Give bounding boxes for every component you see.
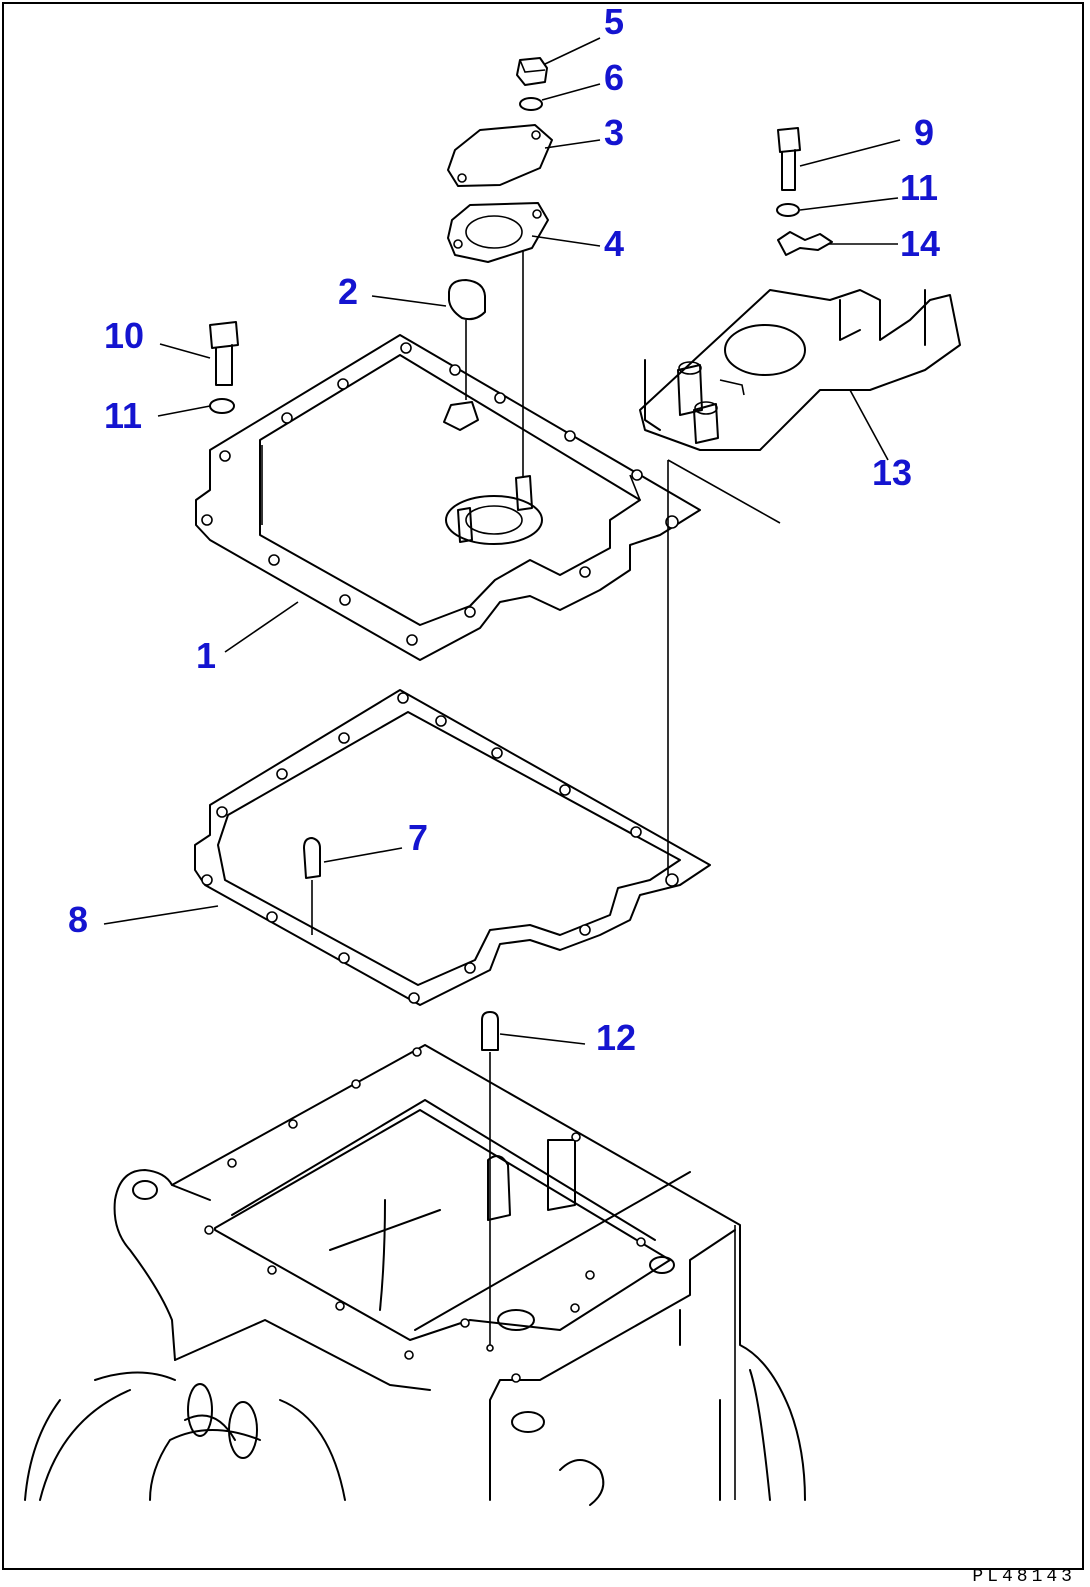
callout-5: 5 bbox=[604, 1, 625, 42]
gasket-part-4 bbox=[447, 202, 549, 263]
gasket-part-8 bbox=[194, 689, 711, 1006]
washer-part-11-lower bbox=[209, 398, 235, 414]
transmission-housing bbox=[24, 1044, 806, 1506]
callout-1: 1 bbox=[196, 635, 217, 676]
washer-part-6 bbox=[519, 97, 543, 111]
leader-lines bbox=[103, 37, 901, 1045]
callout-7: 7 bbox=[408, 817, 429, 858]
bolt-part-10 bbox=[209, 321, 239, 386]
lockplate-part-14 bbox=[777, 231, 833, 256]
callout-12: 12 bbox=[596, 1017, 637, 1058]
callout-10: 10 bbox=[104, 315, 145, 356]
callout-3: 3 bbox=[604, 112, 625, 153]
document-code: PL48143 bbox=[972, 1567, 1076, 1587]
callout-6: 6 bbox=[604, 57, 625, 98]
assembly-center-lines bbox=[522, 250, 781, 1500]
pin-part-7 bbox=[303, 837, 321, 935]
breather-part-2 bbox=[443, 279, 486, 431]
callout-4: 4 bbox=[604, 223, 625, 264]
case-cover-part-1 bbox=[195, 334, 701, 661]
washer-part-11-upper bbox=[776, 203, 800, 217]
callout-9: 9 bbox=[914, 112, 935, 153]
callout-2: 2 bbox=[338, 271, 359, 312]
bracket-part-13 bbox=[639, 289, 961, 451]
callout-8: 8 bbox=[68, 899, 89, 940]
callout-14: 14 bbox=[900, 223, 941, 264]
callout-11-upper: 11 bbox=[900, 167, 939, 208]
stud-part-12 bbox=[481, 1011, 499, 1352]
callout-11-lower: 11 bbox=[104, 395, 143, 436]
bolt-part-9 bbox=[777, 127, 801, 191]
callout-13: 13 bbox=[872, 452, 913, 493]
nut-part-5 bbox=[516, 57, 548, 86]
cover-part-3 bbox=[447, 124, 553, 187]
